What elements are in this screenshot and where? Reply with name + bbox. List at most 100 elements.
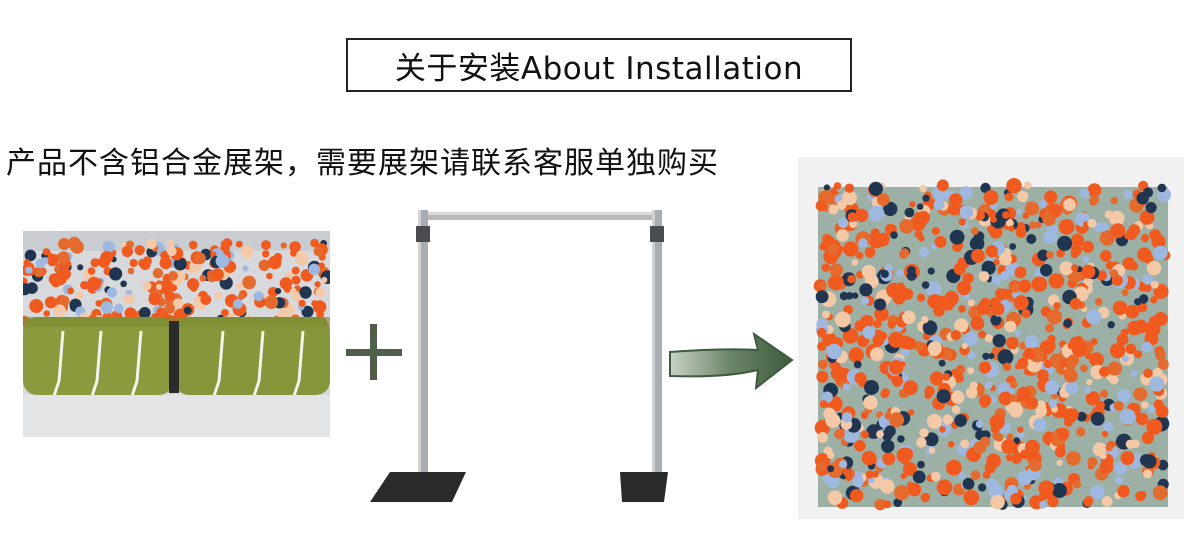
flower-texture-dot xyxy=(865,470,874,479)
flower-texture-dot xyxy=(937,179,949,192)
flower-texture-dot xyxy=(842,190,857,206)
flower-texture-dot xyxy=(58,295,70,307)
flower-texture-dot xyxy=(1038,480,1054,497)
flower-texture-dot xyxy=(958,218,966,226)
flower-texture-dot xyxy=(830,188,837,195)
flower-texture-dot xyxy=(1090,412,1105,426)
flower-texture-dot xyxy=(1051,483,1067,498)
flower-texture-dot xyxy=(1006,178,1022,194)
flower-texture-dot xyxy=(965,386,978,399)
flower-texture-dot xyxy=(1122,355,1129,363)
flower-texture-dot xyxy=(992,334,1006,348)
flower-texture-dot xyxy=(1009,380,1018,389)
flower-texture-dot xyxy=(1130,370,1138,377)
flower-texture-dot xyxy=(845,474,852,482)
flower-texture-dot xyxy=(827,465,835,473)
flower-texture-dot xyxy=(922,320,938,335)
flower-texture-dot xyxy=(1017,357,1029,369)
flower-texture-dot xyxy=(1141,401,1149,409)
flower-texture-dot xyxy=(1057,235,1073,251)
flower-texture-dot xyxy=(1099,452,1107,460)
flower-texture-dot xyxy=(1014,266,1027,279)
flower-texture-dot xyxy=(25,266,33,274)
flower-texture-dot xyxy=(1042,212,1056,226)
flower-texture-dot xyxy=(994,432,1004,442)
flower-texture-dot xyxy=(1096,270,1108,281)
flower-texture-dot xyxy=(899,219,914,234)
flower-texture-dot xyxy=(961,342,968,349)
flower-texture-dot xyxy=(1044,379,1060,395)
flower-texture-dot xyxy=(839,460,848,469)
flower-texture-dot xyxy=(1142,274,1153,285)
flower-texture-dot xyxy=(1017,190,1029,203)
flower-texture-dot xyxy=(314,281,321,288)
flower-texture-dot xyxy=(44,296,57,309)
flower-texture-dot xyxy=(53,304,66,317)
flower-texture-dot xyxy=(844,183,854,193)
flower-texture-dot xyxy=(825,413,841,428)
flower-texture-dot xyxy=(152,268,164,279)
flower-texture-dot xyxy=(930,471,941,482)
flower-texture-dot xyxy=(1152,485,1168,501)
flower-texture-dot xyxy=(1143,368,1153,378)
flower-texture-dot xyxy=(42,248,51,256)
flower-texture-dot xyxy=(1137,247,1152,262)
flower-texture-dot xyxy=(954,414,967,427)
flower-texture-dot xyxy=(906,270,917,281)
flower-texture-dot xyxy=(864,380,879,395)
flower-texture-dot xyxy=(921,281,930,289)
flower-texture-dot xyxy=(1087,183,1102,197)
flower-texture-dot xyxy=(896,269,904,278)
flower-texture-dot xyxy=(235,282,243,290)
flower-texture-dot xyxy=(232,299,243,310)
flower-texture-dot xyxy=(268,255,282,270)
flower-texture-dot xyxy=(67,287,75,295)
flower-texture-dot xyxy=(1001,439,1017,454)
flower-texture-dot xyxy=(1019,341,1027,350)
flower-texture-dot xyxy=(880,389,889,399)
flower-texture-dot xyxy=(1045,323,1054,333)
flower-texture-dot xyxy=(842,383,851,391)
flower-texture-dot xyxy=(1006,219,1014,227)
notice-text: 产品不含铝合金展架，需要展架请联系客服单独购买 xyxy=(6,146,719,181)
flower-texture-dot xyxy=(1083,497,1093,507)
flower-texture-dot xyxy=(873,298,887,311)
flower-texture-dot xyxy=(904,207,915,218)
flower-texture-dot xyxy=(985,245,999,258)
plus-sign-icon xyxy=(344,322,404,382)
flower-texture-dot xyxy=(882,452,896,466)
flower-texture-dot xyxy=(933,199,945,211)
flower-texture-dot xyxy=(120,280,127,288)
flower-texture-dot xyxy=(978,361,992,374)
flower-texture-dot xyxy=(929,371,944,386)
flower-texture-dot xyxy=(1004,192,1014,202)
flower-texture-dot xyxy=(67,236,81,250)
flower-texture-dot xyxy=(1135,412,1149,426)
page-title: 关于安装About Installation xyxy=(346,38,852,92)
flower-texture-dot xyxy=(166,246,177,257)
flower-texture-dot xyxy=(106,287,118,298)
flower-texture-dot xyxy=(214,291,223,300)
flower-texture-dot xyxy=(985,381,993,389)
flower-texture-dot xyxy=(942,373,951,381)
flower-texture-dot xyxy=(142,281,152,291)
flower-texture-dot xyxy=(847,275,856,284)
flower-texture-dot xyxy=(978,483,987,492)
flower-texture-dot xyxy=(1109,210,1125,226)
flower-texture-dot xyxy=(279,277,293,290)
flower-texture-dot xyxy=(969,381,978,390)
arrow-right-icon xyxy=(664,330,794,392)
flower-texture-dot xyxy=(938,359,946,367)
flower-texture-dot xyxy=(971,248,985,263)
flower-texture-dot xyxy=(235,240,243,248)
flower-texture-dot xyxy=(1039,501,1047,509)
flower-texture-dot xyxy=(1105,443,1113,452)
flower-texture-dot xyxy=(48,273,61,286)
flower-texture-dot xyxy=(850,488,864,503)
flower-texture-dot xyxy=(907,409,915,416)
flower-texture-dot xyxy=(1004,320,1017,333)
flower-texture-dot xyxy=(963,489,979,506)
flower-texture-dot xyxy=(1062,408,1078,424)
flower-texture-dot xyxy=(162,280,174,292)
flower-texture-dot xyxy=(942,414,953,425)
